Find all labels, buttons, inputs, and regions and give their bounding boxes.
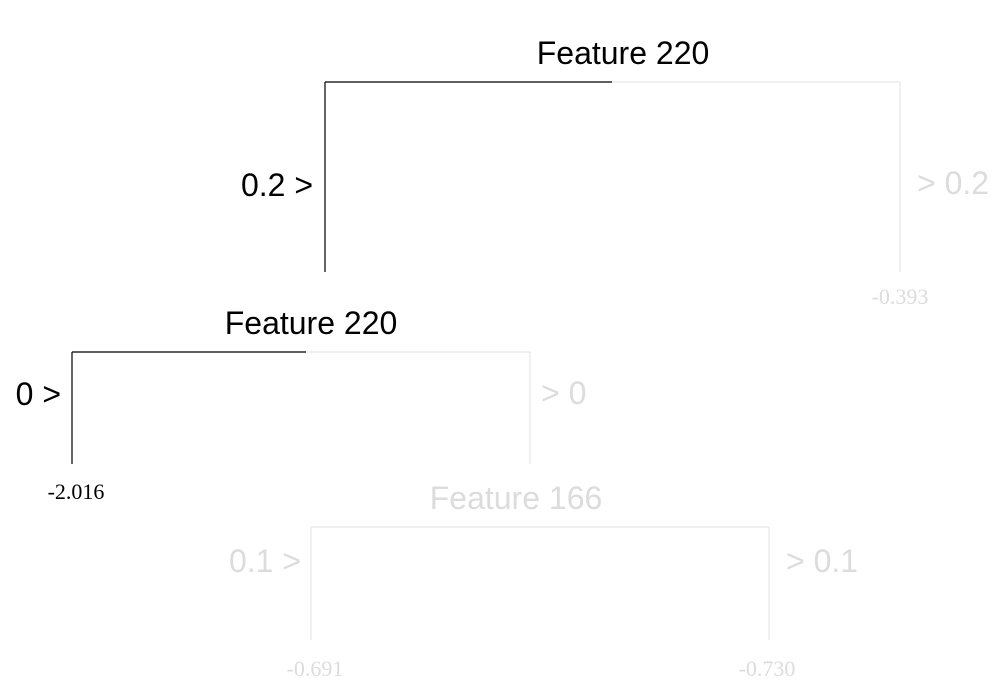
level3-right-leaf-value: -0.730 — [739, 656, 796, 681]
level3-feature-label: Feature 166 — [430, 480, 603, 516]
level2-left-condition: 0 > — [16, 376, 61, 412]
root-split-node: Feature 220 0.2 > > 0.2 -0.393 — [241, 35, 989, 309]
root-left-condition: 0.2 > — [241, 167, 313, 203]
level2-feature-label: Feature 220 — [225, 305, 398, 341]
root-right-leaf-value: -0.393 — [872, 284, 929, 309]
level3-split-node: Feature 166 0.1 > > 0.1 -0.691 -0.730 — [229, 480, 858, 681]
level3-left-leaf-value: -0.691 — [287, 656, 344, 681]
level3-left-condition: 0.1 > — [229, 543, 301, 579]
level2-left-leaf-value: -2.016 — [48, 479, 105, 504]
root-feature-label: Feature 220 — [537, 35, 710, 71]
level2-split-node: Feature 220 0 > > 0 -2.016 — [16, 305, 587, 504]
level2-right-condition: > 0 — [541, 375, 586, 411]
level3-right-condition: > 0.1 — [786, 543, 858, 579]
root-right-condition: > 0.2 — [917, 165, 989, 201]
